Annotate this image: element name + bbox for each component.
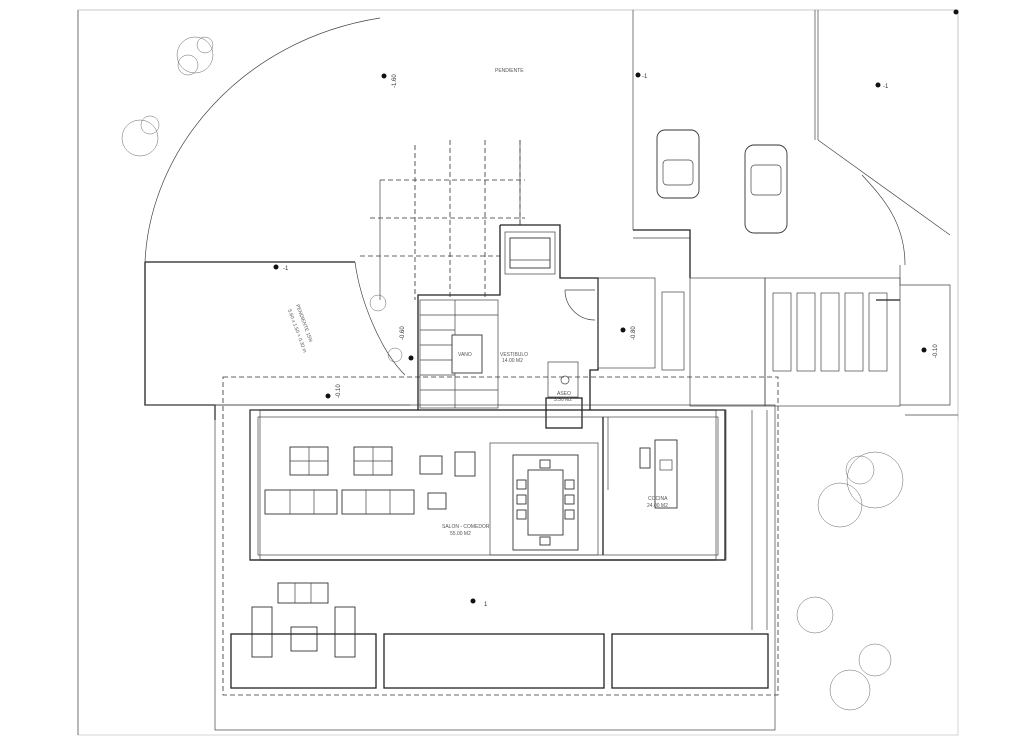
room-vano-name: VANO bbox=[458, 352, 472, 358]
level-terrace: 1 bbox=[484, 602, 488, 608]
pool-planters bbox=[230, 410, 769, 689]
room-aseo-name: ASEO bbox=[557, 391, 571, 397]
terrace-furniture bbox=[251, 582, 356, 658]
level-top-left: -1.60 bbox=[392, 74, 398, 88]
tree-1 bbox=[176, 36, 214, 76]
level-stair: -0.60 bbox=[400, 326, 406, 340]
room-vestibulo-name: VESTIBULO bbox=[500, 352, 528, 358]
level-top-center: -1 bbox=[642, 74, 648, 80]
living-furniture bbox=[264, 446, 476, 515]
pergola bbox=[360, 140, 525, 300]
level-parking: -0.80 bbox=[631, 326, 637, 340]
living-block bbox=[249, 409, 727, 561]
entrance-core bbox=[417, 224, 599, 429]
dining-table bbox=[512, 454, 579, 551]
room-aseo-area: 3.50 M2 bbox=[554, 397, 572, 403]
lower-garden-area bbox=[144, 261, 410, 420]
room-salon-area: 55.00 M2 bbox=[450, 531, 471, 537]
garden-curve bbox=[144, 17, 906, 376]
parking bbox=[764, 265, 958, 416]
entrance-plaza bbox=[597, 229, 766, 407]
room-salon-name: SALON - COMEDOR bbox=[442, 524, 490, 530]
level-entrance-terrace: -0.10 bbox=[336, 384, 342, 398]
tree-2 bbox=[121, 115, 160, 157]
room-cocina-area: 24.00 M2 bbox=[647, 503, 668, 509]
room-cocina-name: COCINA bbox=[648, 496, 668, 502]
site-boundary bbox=[77, 9, 959, 736]
trees bbox=[121, 36, 904, 711]
tree-4 bbox=[796, 596, 892, 711]
level-markers bbox=[273, 9, 959, 604]
level-ramp: -1 bbox=[283, 266, 289, 272]
car-1 bbox=[656, 129, 700, 199]
room-vestibulo-area: 14.00 M2 bbox=[502, 358, 523, 364]
kitchen bbox=[639, 439, 678, 509]
terrace-outline bbox=[214, 376, 779, 731]
level-top-right: -1 bbox=[883, 84, 889, 90]
stair bbox=[420, 300, 498, 408]
tree-3 bbox=[817, 451, 904, 528]
level-garden-right: -0.10 bbox=[933, 344, 939, 358]
street-label: PENDIENTE bbox=[495, 68, 524, 74]
car-2 bbox=[744, 144, 788, 234]
shrub bbox=[369, 294, 403, 363]
